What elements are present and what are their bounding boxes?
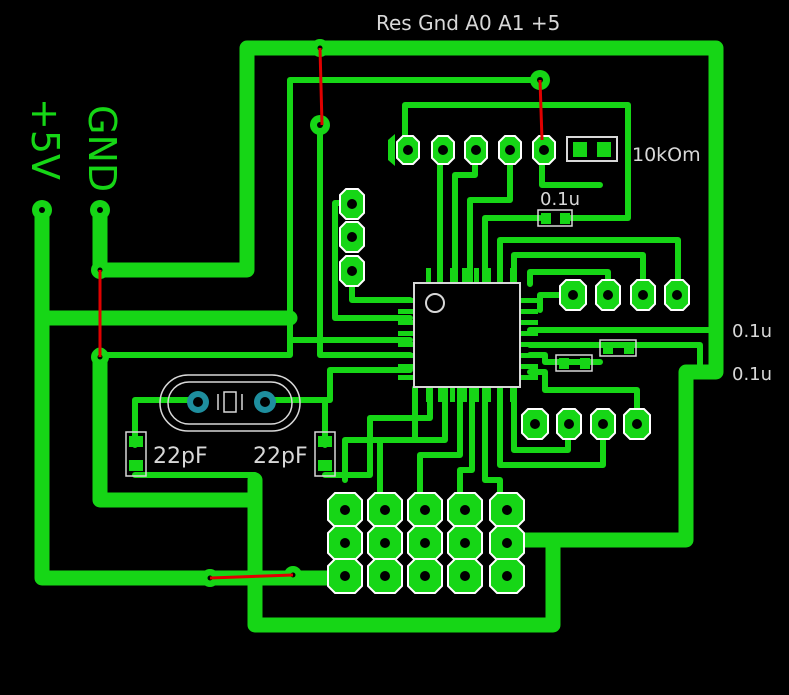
pin1-marker [425, 293, 445, 313]
vcc-label: +5V [23, 98, 67, 180]
microcontroller-ic [398, 268, 538, 402]
header-grid [327, 492, 525, 594]
cap-label-right-upper: 0.1u [732, 321, 772, 342]
cap-label-right-lower: 0.1u [732, 364, 772, 385]
pads [339, 134, 690, 440]
jumper-bottom [209, 573, 294, 580]
cap-label-top: 0.1u [540, 189, 580, 210]
jumper-wires [98, 47, 544, 580]
jumper-top-left [318, 47, 324, 126]
smd-parts [125, 136, 637, 477]
jumper-top-right [538, 79, 544, 141]
resistor-label: 10kOm [632, 144, 701, 166]
crystal-cap-label-right: 22pF [253, 444, 308, 469]
resistor-outline [566, 136, 618, 162]
crystal-cap-label-left: 22pF [153, 444, 208, 469]
crystal [159, 374, 301, 432]
header-pins-label: Res Gnd A0 A1 +5 [376, 11, 560, 35]
gnd-label: GND [80, 105, 124, 192]
